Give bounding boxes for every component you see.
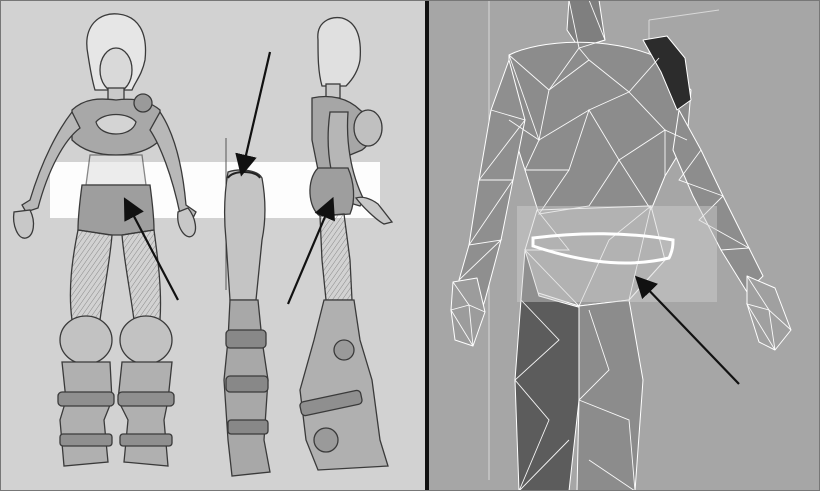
front-view-figure [14,14,196,466]
arrow-icon [243,52,270,168]
wireframe-mesh-panel [429,0,820,491]
back-view-figure [224,138,270,476]
concept-sketch-panel [0,0,425,491]
highlight-band [517,206,717,302]
